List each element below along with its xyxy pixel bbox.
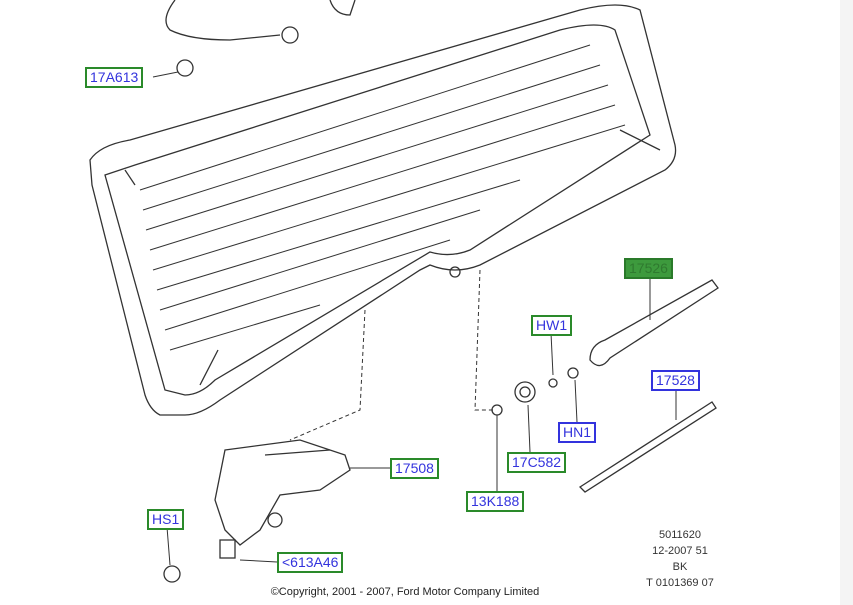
callout-17528[interactable]: 17528 [651, 370, 700, 391]
scrollbar-strip [840, 0, 853, 605]
callout-17A613[interactable]: 17A613 [85, 67, 144, 88]
washer-hose [165, 0, 356, 77]
diagram-reference-code: 5011620 12-2007 51 BK T 0101369 07 [620, 527, 740, 591]
code-line: T 0101369 07 [646, 577, 714, 589]
callout-17508[interactable]: 17508 [390, 458, 439, 479]
rear-window-glass [89, 4, 677, 416]
copyright-text: ©Copyright, 2001 - 2007, Ford Motor Comp… [270, 586, 540, 598]
callout-13K188[interactable]: 13K188 [466, 491, 525, 512]
code-line: 12-2007 51 [652, 545, 708, 557]
callout-17C582[interactable]: 17C582 [507, 452, 567, 473]
wiper-arm [491, 279, 719, 416]
code-line: BK [672, 561, 688, 573]
leader-lines [152, 71, 677, 566]
wiper-motor [163, 439, 351, 583]
callout-HW1[interactable]: HW1 [531, 315, 573, 336]
code-line: 5011620 [658, 529, 701, 541]
callout-17526[interactable]: 17526 [624, 258, 673, 279]
wiper-blade [578, 401, 717, 493]
callout-HS1[interactable]: HS1 [147, 509, 185, 530]
callout-613A46[interactable]: <613A46 [277, 552, 344, 573]
callout-HN1[interactable]: HN1 [558, 422, 597, 443]
